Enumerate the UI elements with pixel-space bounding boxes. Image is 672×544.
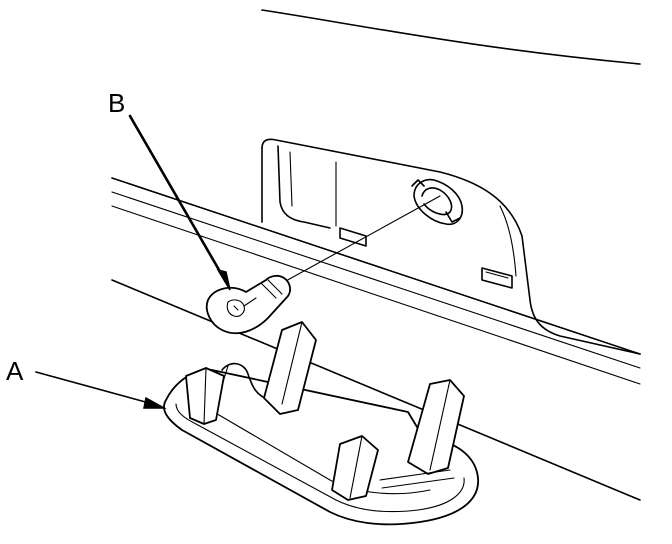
wedge-bulb: [205, 274, 291, 335]
callout-label-a: A: [6, 356, 24, 386]
bulb-socket: [411, 178, 464, 226]
bulb-to-socket-guide: [283, 195, 441, 283]
callout-b-leader: [128, 114, 231, 291]
light-housing-recess: [261, 138, 641, 355]
callout-a-leader: [35, 371, 167, 409]
body-panel-edge: [261, 9, 641, 65]
light-lens-assembly: [163, 321, 479, 526]
callout-label-b: B: [108, 88, 125, 118]
